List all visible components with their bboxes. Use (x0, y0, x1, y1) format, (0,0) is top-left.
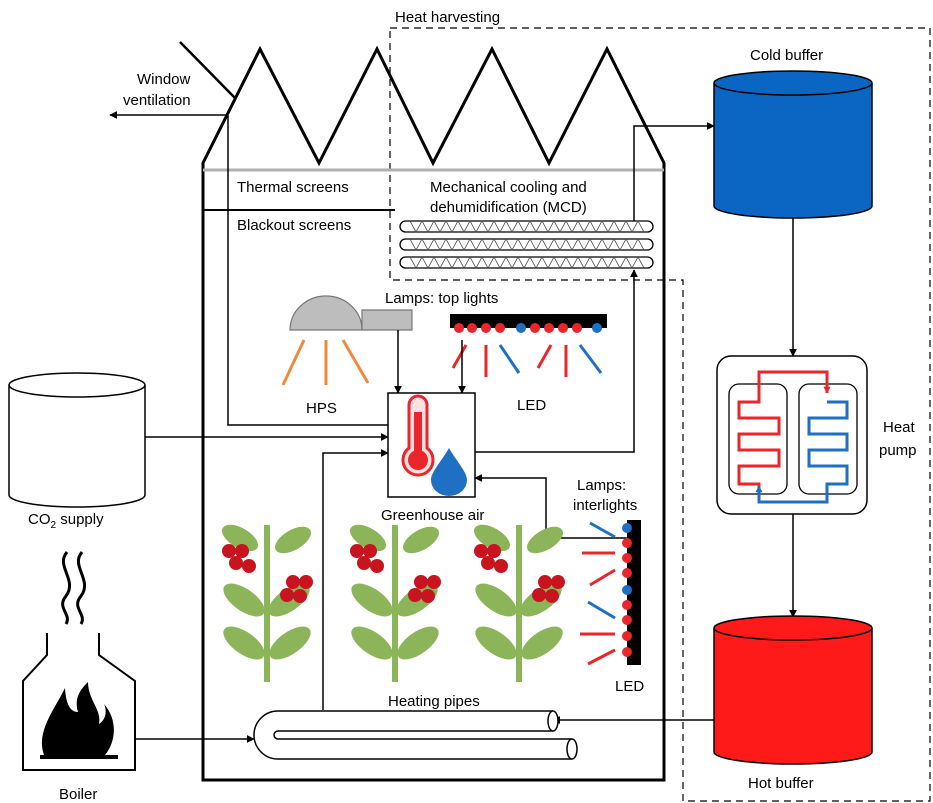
vent-window (179, 41, 236, 99)
flame-icon (41, 682, 114, 755)
cold-buffer-tank (713, 70, 873, 219)
hot-buffer-tank (713, 615, 873, 765)
hot-buffer-label: Hot buffer (748, 775, 814, 792)
heating-pipes (253, 710, 578, 760)
smoke-icon (61, 551, 87, 625)
cold-buffer-label: Cold buffer (750, 47, 823, 64)
led-top-label: LED (517, 397, 546, 414)
greenhouse-outline (201, 45, 666, 782)
boiler (22, 551, 136, 771)
heating-pipes-to-air-arrow (322, 449, 389, 710)
heat-pump-label-2: pump (879, 442, 917, 459)
mcd-label-2: dehumidification (MCD) (430, 199, 587, 216)
boiler-label: Boiler (59, 786, 97, 803)
blackout-screens-label: Blackout screens (237, 217, 351, 234)
water-drop-icon (431, 448, 467, 496)
thermometer-icon (401, 394, 435, 477)
heat-pump-cold-coil (755, 400, 849, 504)
hps-lamp (281, 295, 413, 386)
heat-harvesting-label: Heat harvesting (395, 9, 500, 26)
window-ventilation-label-2: ventilation (123, 92, 191, 109)
thermal-screens-label: Thermal screens (237, 179, 349, 196)
heat-pump (716, 355, 868, 515)
greenhouse-air-label: Greenhouse air (381, 507, 484, 524)
window-ventilation-label-1: Window (137, 71, 191, 88)
led-top-light-bar (450, 314, 607, 377)
air-to-mcd-arrow (475, 269, 638, 453)
lamps-top-lights-label: Lamps: top lights (385, 290, 498, 307)
co2-supply-tank (8, 372, 146, 508)
mcd-coil (399, 220, 654, 269)
heat-harvesting-boundary (389, 27, 931, 802)
tomato-plant (221, 524, 313, 682)
mcd-to-cold-buffer-arrow (633, 122, 715, 221)
tomato-plant (473, 524, 565, 682)
heating-pipes-label: Heating pipes (388, 693, 480, 710)
tomato-plant (349, 524, 441, 682)
heat-pump-label-1: Heat (883, 419, 916, 436)
lamps-interlights-label-1: Lamps: (577, 477, 626, 494)
co2-supply-label: CO2 supply (28, 511, 104, 531)
greenhouse-air-box (387, 392, 476, 498)
heat-pump-hot-coil (737, 370, 831, 494)
mcd-label-1: Mechanical cooling and (430, 179, 587, 196)
ventilation-line (227, 115, 388, 426)
interlights-to-air-arrow (474, 474, 634, 539)
led-interlights-label: LED (615, 678, 644, 695)
hps-label: HPS (306, 400, 337, 417)
lamps-interlights-label-2: interlights (573, 497, 637, 514)
led-interlight-bar (580, 520, 641, 666)
